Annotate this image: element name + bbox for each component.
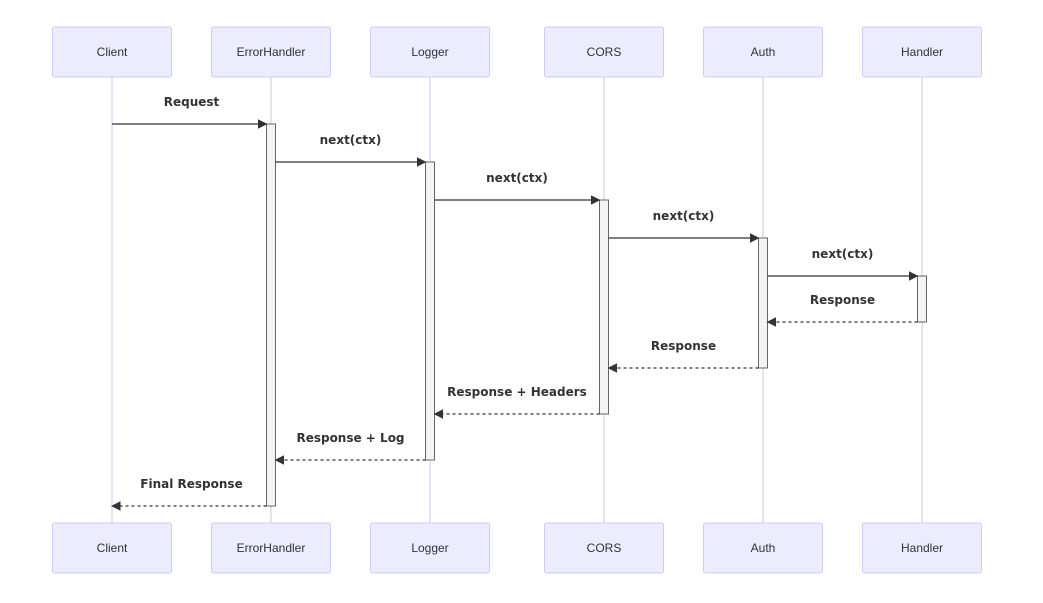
actor-bottom-logger: Logger xyxy=(370,522,490,574)
message-label-5: next(ctx) xyxy=(812,247,874,261)
message-label-3: next(ctx) xyxy=(486,171,548,185)
message-label-9: Response + Log xyxy=(296,431,404,445)
actor-box xyxy=(370,522,490,574)
actor-box xyxy=(544,522,664,574)
activation-bar-cors xyxy=(599,199,609,415)
message-label-4: next(ctx) xyxy=(653,209,715,223)
actor-top-errorhandler: ErrorHandler xyxy=(211,26,331,78)
activation-bar-auth xyxy=(758,237,768,369)
actor-bottom-auth: Auth xyxy=(703,522,823,574)
actor-top-handler: Handler xyxy=(862,26,982,78)
activation-bar-errorhandler xyxy=(266,123,276,507)
actor-box xyxy=(211,522,331,574)
message-label-6: Response xyxy=(810,293,875,307)
actor-label: Handler xyxy=(901,45,943,59)
activation-bar-logger xyxy=(425,161,435,461)
actor-top-client: Client xyxy=(52,26,172,78)
actor-label: Auth xyxy=(751,541,776,555)
message-label-10: Final Response xyxy=(140,477,242,491)
actor-box xyxy=(52,26,172,78)
actor-top-cors: CORS xyxy=(544,26,664,78)
actor-label: Client xyxy=(97,45,128,59)
actor-box xyxy=(52,522,172,574)
actor-label: Client xyxy=(97,541,128,555)
actor-box xyxy=(703,26,823,78)
actor-label: Logger xyxy=(411,45,448,59)
actor-box xyxy=(544,26,664,78)
actor-box xyxy=(370,26,490,78)
message-label-8: Response + Headers xyxy=(447,385,587,399)
actor-label: Logger xyxy=(411,541,448,555)
actor-label: Auth xyxy=(751,45,776,59)
message-label-7: Response xyxy=(651,339,716,353)
actor-bottom-cors: CORS xyxy=(544,522,664,574)
activation-bar-handler xyxy=(917,275,927,323)
actor-bottom-handler: Handler xyxy=(862,522,982,574)
actor-label: ErrorHandler xyxy=(237,541,306,555)
actor-top-logger: Logger xyxy=(370,26,490,78)
actor-box xyxy=(211,26,331,78)
actor-label: CORS xyxy=(587,541,622,555)
actor-bottom-client: Client xyxy=(52,522,172,574)
actor-label: ErrorHandler xyxy=(237,45,306,59)
actor-box xyxy=(703,522,823,574)
actor-bottom-errorhandler: ErrorHandler xyxy=(211,522,331,574)
actor-label: CORS xyxy=(587,45,622,59)
message-label-1: Request xyxy=(164,95,220,109)
actor-top-auth: Auth xyxy=(703,26,823,78)
message-label-2: next(ctx) xyxy=(320,133,382,147)
actor-box xyxy=(862,26,982,78)
actor-box xyxy=(862,522,982,574)
actor-label: Handler xyxy=(901,541,943,555)
